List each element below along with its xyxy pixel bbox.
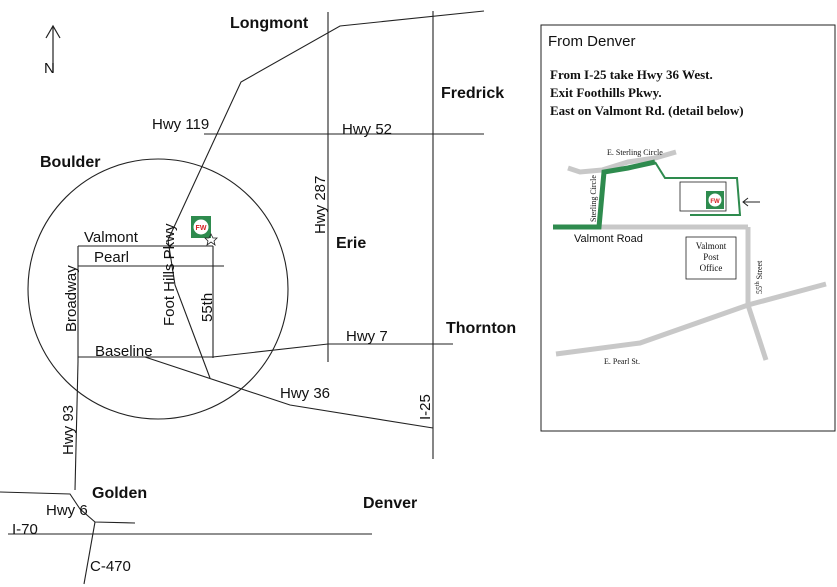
label-foothills: Foot Hills Pkwy (161, 223, 178, 326)
post-office-line-2: Post (703, 252, 719, 262)
label-hwy36: Hwy 36 (280, 385, 330, 402)
north-label: N (44, 60, 55, 77)
road-hwy93 (74, 361, 79, 491)
city-fredrick: Fredrick (441, 85, 504, 102)
road-foothills (167, 239, 211, 379)
svg-text:FW: FW (710, 199, 720, 205)
direction-line-2: Exit Foothills Pkwy. (550, 85, 662, 100)
road-hwy7 (212, 343, 453, 358)
post-office-box (685, 236, 737, 280)
label-e-sterling-circle: E. Sterling Circle (607, 148, 663, 157)
direction-line-1: From I-25 take Hwy 36 West. (550, 67, 713, 82)
label-e-pearl-st: E. Pearl St. (604, 357, 640, 366)
label-baseline: Baseline (95, 343, 153, 360)
label-i70: I-70 (12, 521, 38, 538)
label-hwy6: Hwy 6 (46, 502, 88, 519)
label-55th: 55th (199, 293, 216, 322)
direction-line-3: East on Valmont Rd. (detail below) (550, 103, 744, 118)
label-valmont-road: Valmont Road (574, 233, 643, 245)
label-c470: C-470 (90, 558, 131, 575)
label-pearl: Pearl (94, 249, 129, 266)
label-hwy7: Hwy 7 (346, 328, 388, 345)
label-hwy52: Hwy 52 (342, 121, 392, 138)
road-hwy6-west (0, 491, 136, 524)
north-arrow-icon: N (44, 24, 61, 77)
post-office-line-3: Office (700, 263, 723, 273)
boulder-circle (27, 158, 289, 420)
label-hwy119: Hwy 119 (152, 116, 209, 133)
overview-roads (0, 10, 485, 585)
detail-panel: From Denver From I-25 take Hwy 36 West. … (540, 24, 836, 432)
road-c470 (83, 521, 96, 585)
city-golden: Golden (92, 485, 147, 502)
label-i25: I-25 (417, 394, 434, 420)
detail-route-drive (654, 161, 742, 216)
detail-fw-marker-icon: FW (706, 191, 724, 209)
detail-route (553, 159, 656, 230)
road-longmont-diagonal (167, 10, 485, 241)
city-boulder: Boulder (40, 154, 100, 171)
post-office-line-1: Valmont (696, 241, 727, 251)
label-valmont: Valmont (84, 229, 139, 246)
detail-title: From Denver (548, 33, 636, 50)
city-erie: Erie (336, 235, 366, 252)
label-sterling-circle: Sterling Circle (589, 175, 598, 222)
label-55th-street: 55th Street (755, 260, 764, 294)
svg-text:FW: FW (196, 225, 207, 232)
detail-arrow-icon (742, 197, 760, 207)
label-hwy93: Hwy 93 (60, 405, 77, 455)
label-hwy287: Hwy 287 (312, 176, 329, 234)
city-denver: Denver (363, 495, 417, 512)
fw-marker-icon: FW (191, 216, 218, 246)
label-broadway: Broadway (63, 265, 80, 332)
city-longmont: Longmont (230, 15, 309, 32)
road-hwy36 (144, 356, 434, 429)
city-thornton: Thornton (446, 320, 516, 337)
